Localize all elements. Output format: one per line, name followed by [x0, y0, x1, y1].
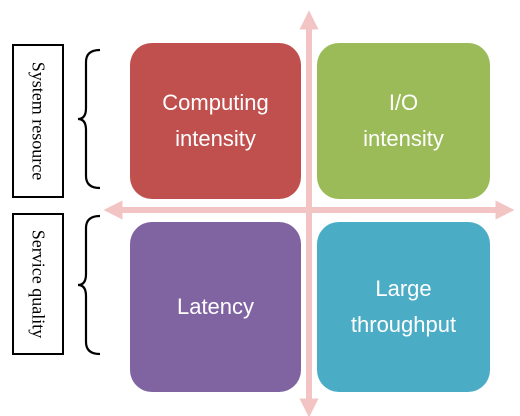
left-brace-icon [77, 48, 101, 190]
io-intensity-text: I/O intensity [363, 90, 444, 151]
system-resource-label: System resource [28, 61, 49, 181]
service-quality-label-box: Service quality [12, 213, 64, 355]
io-intensity-quadrant: I/O intensity [317, 43, 490, 199]
latency-text: Latency [176, 294, 255, 319]
computing-intensity-text: Computing intensity [162, 90, 269, 151]
large-throughput-quadrant: Large throughput [317, 222, 490, 392]
latency-quadrant: Latency [130, 222, 301, 392]
service-quality-label: Service quality [28, 229, 49, 339]
large-throughput-text: Large throughput [350, 276, 457, 337]
computing-intensity-quadrant: Computing intensity [130, 43, 301, 199]
left-brace-icon [77, 214, 101, 356]
system-resource-label-box: System resource [12, 44, 64, 198]
